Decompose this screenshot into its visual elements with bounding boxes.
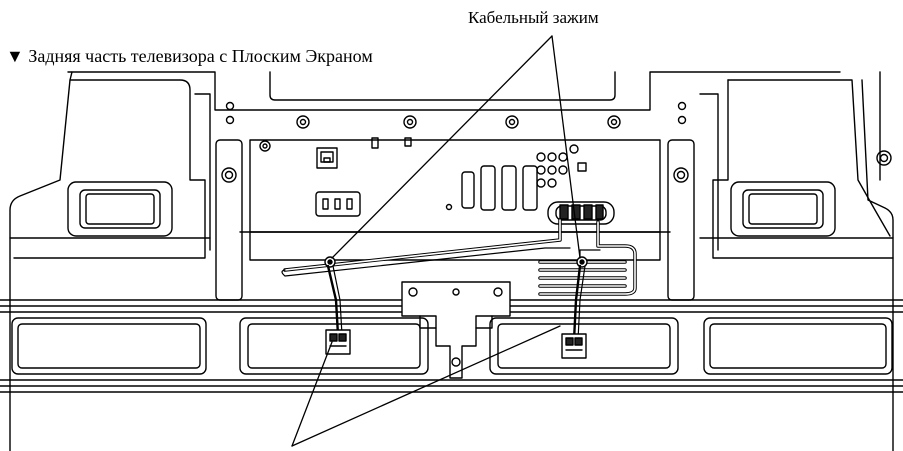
screw-icon — [221, 101, 892, 183]
right-side-rail — [667, 139, 695, 301]
cable-holder-left — [325, 329, 351, 355]
left-corner-bracket — [9, 79, 211, 259]
heading-text: Задняя часть телевизора с Плоским Экрано… — [28, 46, 373, 66]
cable-holder-right — [561, 333, 587, 359]
left-hand-grip — [67, 181, 173, 237]
terminal-panel — [239, 139, 671, 261]
cable-clamp-label: Кабельный зажим — [468, 8, 599, 27]
callout-lines-top — [331, 35, 581, 259]
diagram-heading: ▼ Задняя часть телевизора с Плоским Экра… — [6, 46, 373, 67]
cable-bundle — [281, 218, 637, 296]
connector-icon — [547, 201, 615, 225]
tv-body-outline — [9, 71, 894, 451]
input-slots — [445, 144, 587, 211]
center-mount-bracket — [401, 281, 511, 379]
triangle-marker-icon: ▼ — [6, 46, 24, 66]
lan-port-icon — [316, 147, 338, 169]
left-side-rail — [215, 139, 243, 301]
callout-lines-bottom — [291, 325, 561, 447]
power-outlet-icon — [315, 191, 361, 217]
right-corner-bracket — [699, 79, 894, 259]
panel-tabs — [371, 137, 412, 149]
right-hand-grip — [730, 181, 836, 237]
